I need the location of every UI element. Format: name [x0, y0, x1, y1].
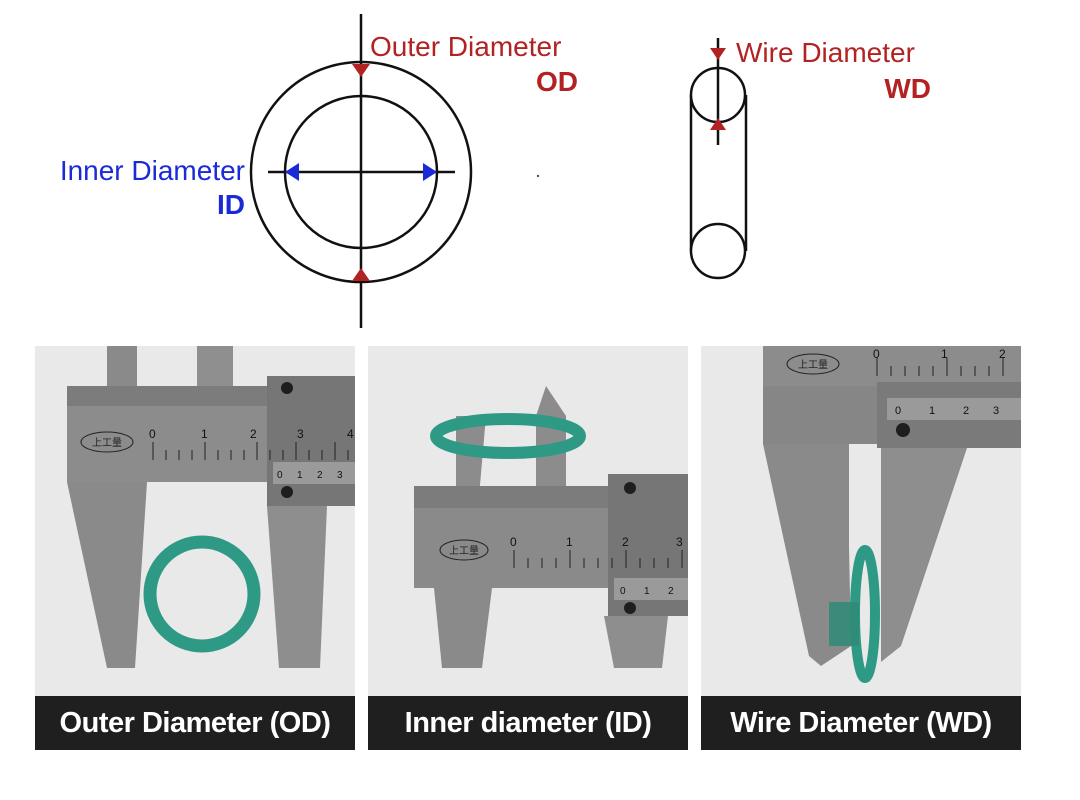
outer-diameter-label: Outer Diameter [370, 31, 561, 62]
brand-logo-text: 上工量 [449, 545, 479, 557]
vernier-scale-label: 2 [317, 470, 323, 481]
vernier-scale-label: 0 [895, 405, 901, 417]
inner-diameter-label: Inner Diameter [60, 155, 245, 186]
brand-logo-text: 上工量 [798, 359, 828, 371]
main-scale-label: 1 [941, 347, 948, 361]
main-scale-label: 2 [622, 535, 629, 549]
wd-arrow-bottom-icon [710, 118, 726, 130]
wire-diameter-abbr: WD [884, 73, 931, 104]
brand-logo [80, 431, 134, 453]
o-ring-front-view [249, 14, 473, 328]
vernier-scale-label: 3 [993, 405, 999, 417]
vernier-scale-label: 2 [668, 586, 674, 597]
brand-logo [786, 353, 840, 375]
brand-logo-text: 上工量 [92, 437, 122, 449]
cross-section-bottom [689, 222, 747, 280]
caption-wire: Wire Diameter (WD) [701, 696, 1021, 750]
o-ring-photo [143, 535, 261, 653]
main-scale-label: 3 [297, 427, 304, 441]
outer-diameter-abbr: OD [536, 66, 578, 97]
caption-outer: Outer Diameter (OD) [35, 696, 355, 750]
vernier-scale-label: 0 [620, 586, 626, 597]
main-scale-label: 2 [999, 347, 1006, 361]
caliper-outer-photo: 0 1 2 3 4 0 1 2 3 上工量 [35, 346, 355, 696]
main-scale-label: 0 [510, 535, 517, 549]
id-arrow-right-icon [423, 163, 437, 181]
photo-panel-outer: 0 1 2 3 4 0 1 2 3 上工量 Outer Diameter (OD… [35, 346, 355, 750]
main-scale-label: 4 [347, 427, 354, 441]
od-arrow-bottom-icon [352, 268, 370, 281]
o-ring-dimension-diagram: Outer Diameter OD Inner Diameter ID Wire… [60, 14, 931, 328]
caliper-inner-photo: 0 1 2 3 0 1 2 上工量 [368, 346, 688, 696]
photo-panel-inner: 0 1 2 3 0 1 2 上工量 Inner diameter (ID) [368, 346, 688, 750]
stray-dot [536, 174, 540, 178]
id-arrow-left-icon [285, 163, 299, 181]
vernier-scale-label: 3 [337, 470, 343, 481]
o-ring-photo [430, 413, 586, 459]
main-scale-label: 1 [201, 427, 208, 441]
caliper-wire-photo: 0 1 2 0 1 2 3 上工量 [701, 346, 1021, 696]
brand-logo [439, 539, 489, 561]
wd-arrow-top-icon [710, 48, 726, 60]
main-scale-label: 0 [149, 427, 156, 441]
main-scale-label: 1 [566, 535, 573, 549]
wire-diameter-label: Wire Diameter [736, 37, 915, 68]
vernier-scale-label: 1 [929, 405, 935, 417]
o-ring-side-view [689, 38, 748, 280]
vernier-scale-label: 1 [297, 470, 303, 481]
vernier-scale-label: 2 [963, 405, 969, 417]
main-scale-label: 0 [873, 347, 880, 361]
photo-panel-wire: 0 1 2 0 1 2 3 上工量 Wire Diameter (WD) [701, 346, 1021, 750]
inner-diameter-abbr: ID [217, 189, 245, 220]
main-scale-label: 2 [250, 427, 257, 441]
main-scale-label: 3 [676, 535, 683, 549]
vernier-scale-label: 0 [277, 470, 283, 481]
vernier-scale-label: 1 [644, 586, 650, 597]
od-arrow-top-icon [352, 64, 370, 77]
caption-inner: Inner diameter (ID) [368, 696, 688, 750]
